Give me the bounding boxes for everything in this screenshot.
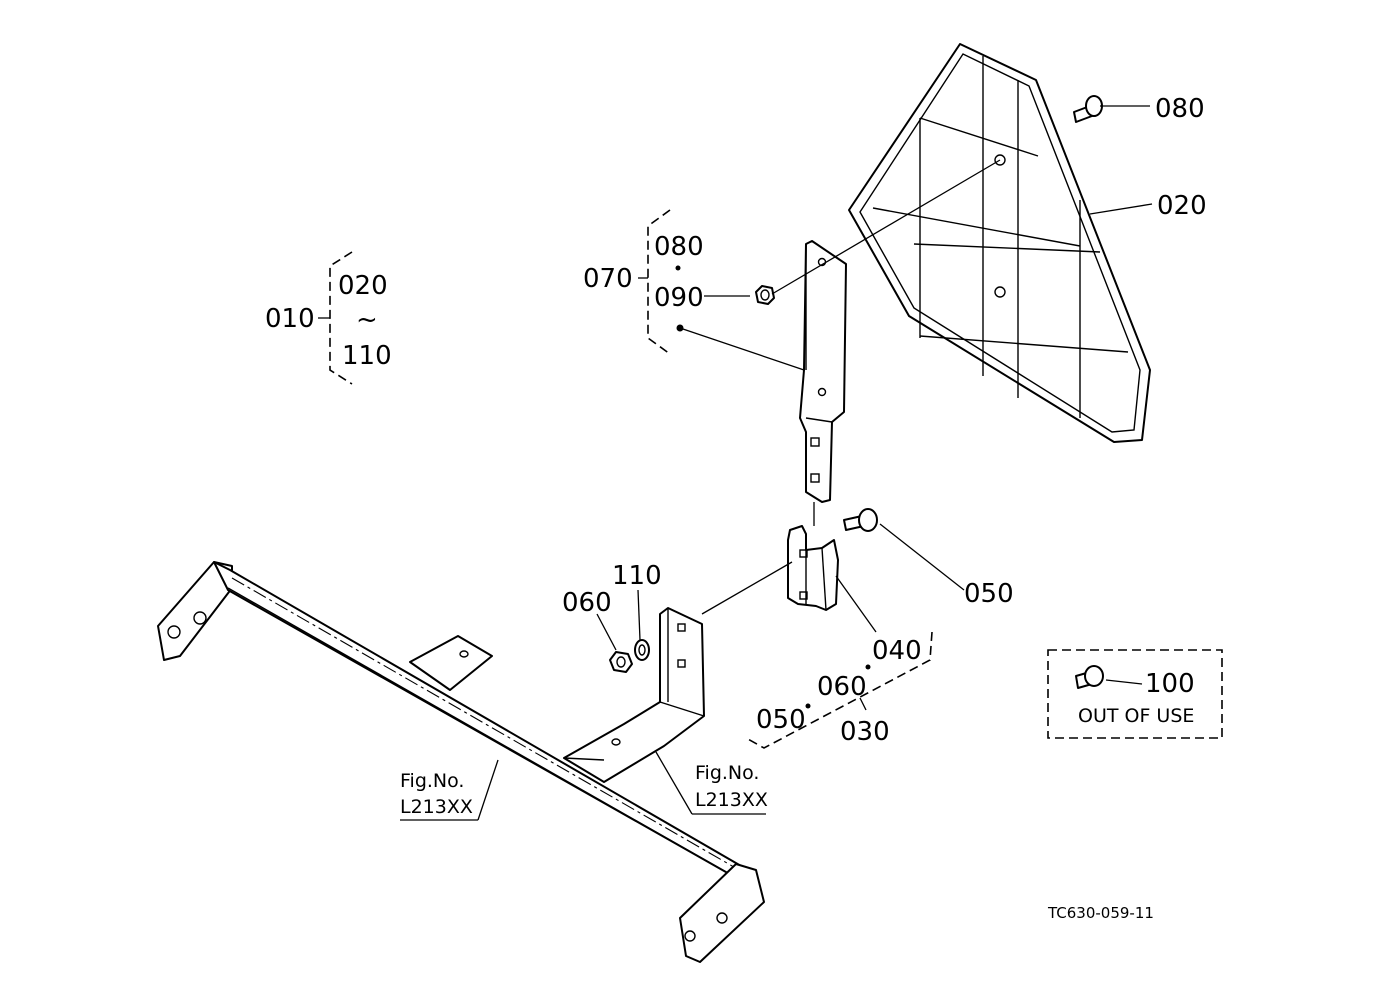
group-brackets: [318, 209, 1223, 749]
wire-guard-part: [848, 43, 1151, 443]
fig-no-label-2: Fig.No.: [695, 762, 759, 784]
label-050: 050: [964, 579, 1014, 609]
label-020: 020: [1157, 191, 1207, 221]
label-060: 060: [562, 588, 612, 618]
base-bracket-part: [563, 607, 705, 783]
separator-dot: [865, 664, 871, 670]
fig-no-label-1: Fig.No.: [400, 770, 464, 792]
clamp-bracket-part: [787, 525, 839, 611]
label-040: 040: [872, 636, 922, 666]
nut-060-part: [609, 651, 633, 673]
label-010: 010: [265, 304, 315, 334]
label-010-to: 110: [342, 341, 392, 371]
bolt-050-part: [843, 508, 878, 532]
label-070: 070: [583, 264, 633, 294]
separator-dot: [675, 265, 681, 271]
separator-dot: [805, 703, 811, 709]
label-030-050: 050: [756, 705, 806, 735]
washer-110-part: [634, 639, 650, 661]
label-070-080: 080: [654, 232, 704, 262]
frame-beam-part: [157, 561, 765, 963]
label-100: 100: [1145, 669, 1195, 699]
drawing-code: TC630-059-11: [1047, 904, 1154, 922]
leader-dot: [676, 324, 684, 332]
label-110: 110: [612, 561, 662, 591]
label-030: 030: [840, 717, 890, 747]
label-010-tilde: ~: [356, 305, 378, 335]
leader-lines: [400, 105, 1153, 821]
nut-090-part: [755, 285, 775, 305]
bolt-080-part: [1073, 95, 1103, 123]
label-030-060: 060: [817, 672, 867, 702]
out-of-use-note: OUT OF USE: [1078, 705, 1194, 727]
upper-stay-part: [799, 240, 847, 503]
bolt-100-part: [1075, 665, 1104, 689]
fig-ref-1: L213XX: [400, 796, 473, 818]
label-070-090: 090: [654, 283, 704, 313]
label-080: 080: [1155, 94, 1205, 124]
label-010-from: 020: [338, 271, 388, 301]
fig-ref-2: L213XX: [695, 789, 768, 811]
